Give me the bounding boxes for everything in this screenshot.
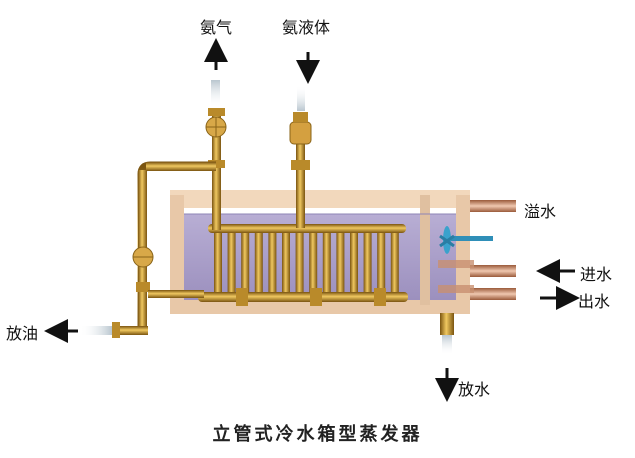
vertical-tube [309, 228, 318, 296]
tank-right-wall [456, 195, 470, 313]
label-ammonia-liquid: 氨液体 [282, 18, 331, 37]
vertical-tube [282, 228, 290, 296]
label-oil-drain: 放油 [6, 324, 39, 343]
vertical-tube [322, 228, 331, 296]
vertical-tube [268, 228, 277, 296]
vertical-tube [377, 228, 386, 296]
water-out-pipe [470, 288, 516, 300]
vertical-tube [390, 228, 399, 296]
vertical-tube [350, 228, 358, 296]
oil-drain-flow [80, 326, 112, 335]
diagram-caption: 立管式冷水箱型蒸发器 [212, 424, 423, 445]
tank-left-wall [170, 195, 184, 313]
ammonia-gas-flow [211, 80, 220, 108]
water-in-pipe [470, 265, 516, 277]
overflow-pipe [470, 200, 516, 212]
right-side-pipes [438, 200, 516, 355]
flow-arrows [44, 38, 580, 402]
label-ammonia-gas: 氨气 [200, 18, 233, 37]
top-header-pipe [208, 224, 406, 233]
bottom-header-nodes [236, 288, 386, 306]
water-drain-flow [442, 335, 452, 355]
vertical-tube [295, 228, 304, 296]
vertical-tube-bank [214, 228, 399, 296]
vertical-tube [336, 228, 345, 296]
vertical-tube [214, 228, 222, 296]
tank-partition [420, 195, 430, 305]
water-drain-pipe [440, 313, 454, 335]
label-overflow: 溢水 [524, 202, 557, 221]
label-water-out: 出水 [578, 292, 611, 311]
vertical-tube [254, 228, 263, 296]
tank-rim [170, 190, 470, 208]
stirrer [439, 226, 493, 254]
ammonia-liquid-flow [297, 85, 305, 111]
label-water-drain: 放水 [458, 380, 491, 399]
oil-drain-pipe [80, 161, 216, 338]
ammonia-gas-outlet-pipe [205, 80, 227, 230]
bottom-header-pipe [198, 292, 408, 302]
vertical-tube [227, 228, 236, 296]
label-water-in: 进水 [580, 265, 613, 284]
vertical-tube [241, 228, 250, 296]
ammonia-liquid-inlet-pipe [289, 85, 312, 228]
vertical-tube [363, 228, 372, 296]
